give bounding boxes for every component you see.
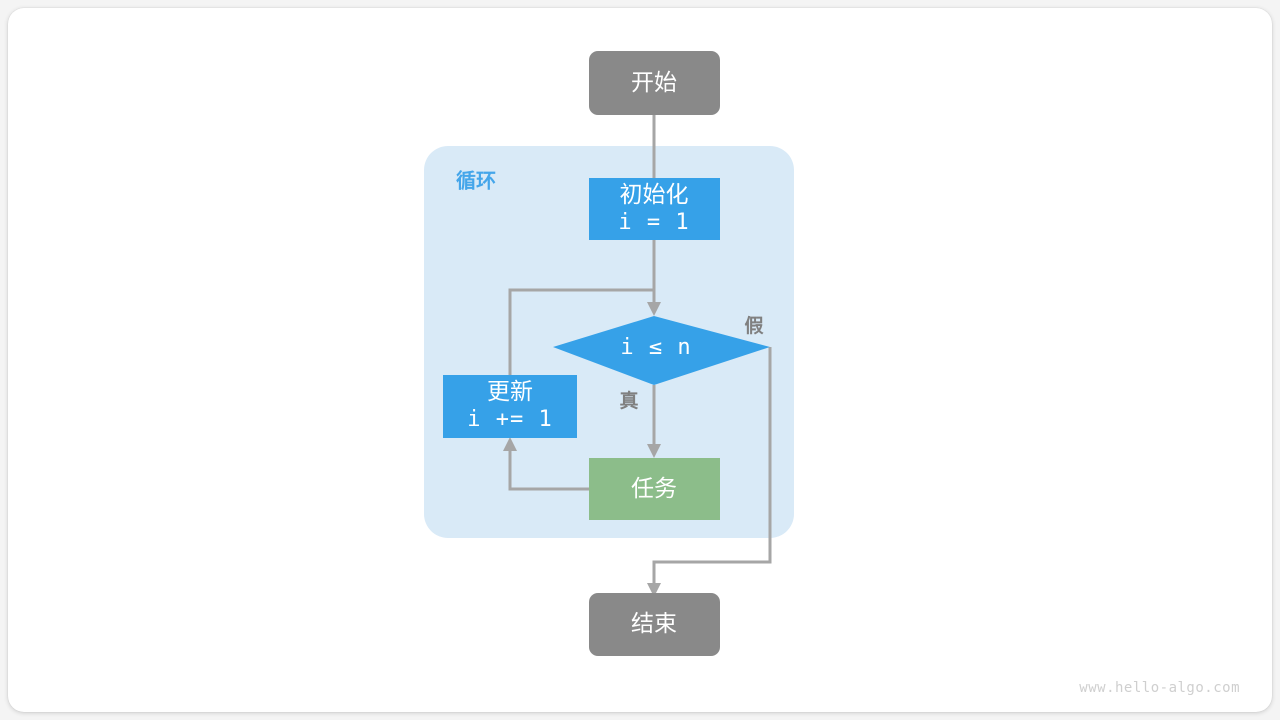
arrowhead-into-task [647, 444, 661, 458]
arrowhead-into-end [647, 583, 661, 597]
node-condition-shape [553, 316, 770, 385]
node-condition-label: i ≤ n [620, 335, 691, 360]
edge-task-to-update [508, 448, 589, 491]
node-end-label: 结束 [631, 610, 677, 636]
arrowhead-into-condition [647, 302, 661, 316]
node-update[interactable]: 更新 i += 1 [443, 375, 577, 438]
node-start[interactable]: 开始 [589, 51, 720, 115]
edge-label-false: 假 [744, 314, 763, 337]
node-task-label: 任务 [631, 475, 677, 501]
node-update-label-line2: i += 1 [467, 407, 552, 432]
node-init-shape [589, 178, 720, 240]
node-update-label-line1: 更新 [487, 378, 533, 404]
node-init[interactable]: 初始化 i = 1 [589, 178, 720, 240]
node-end-shape [589, 593, 720, 656]
node-start-shape [589, 51, 720, 115]
edge-label-true: 真 [619, 389, 638, 412]
node-task[interactable]: 任务 [589, 458, 720, 520]
node-end[interactable]: 结束 [589, 593, 720, 656]
loop-group-label: 循环 [456, 168, 496, 192]
node-start-label: 开始 [631, 69, 677, 95]
node-condition[interactable]: i ≤ n [553, 316, 770, 385]
arrowhead-into-update [503, 437, 517, 451]
node-task-shape [589, 458, 720, 520]
node-update-shape [443, 375, 577, 438]
edge-condition-false-to-end [652, 347, 772, 586]
watermark: www.hello-algo.com [1079, 680, 1240, 696]
node-init-label-line2: i = 1 [618, 210, 689, 235]
edge-update-to-condition [508, 288, 654, 375]
node-init-label-line1: 初始化 [620, 181, 689, 207]
